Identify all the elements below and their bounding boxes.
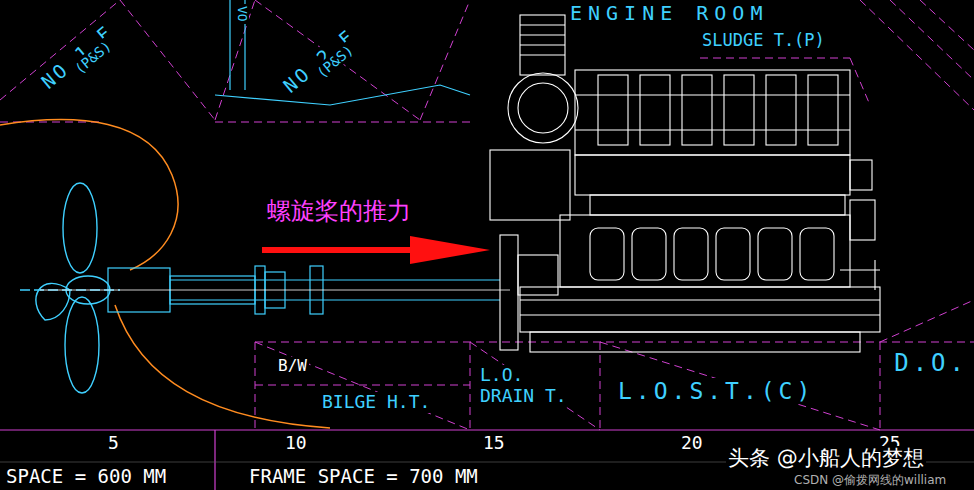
tank-boundary [255,0,420,120]
tank-boundary [255,342,470,430]
tank-outline [215,85,470,105]
main-engine [850,160,872,190]
shaft [170,299,500,300]
tank-boundary [860,0,974,110]
tank-boundary [120,0,215,120]
main-engine [766,75,796,145]
main-engine [518,83,568,133]
main-engine [490,15,880,352]
stern-contour [0,120,330,428]
main-engine [530,332,860,352]
main-engine [520,34,565,35]
main-engine [850,200,875,240]
tank-boundary [920,0,974,50]
main-engine [500,235,518,350]
tank-name: B/W [276,357,309,375]
shaft [40,290,510,291]
tank-boundary [600,342,601,430]
frame-number: 10 [283,433,309,454]
tank-name: NO.1 F [36,20,119,95]
watermark: CSDN @偷拨网线的william [792,474,948,488]
main-engine [598,75,628,145]
thrust-note: 螺旋桨的推力 [265,198,413,226]
tank-name: L.O.S.T.(C) [616,378,816,404]
shaft [40,266,510,314]
main-engine [520,24,565,25]
frame-ruler [0,430,974,490]
tank-boundary [0,0,120,100]
main-engine [575,70,850,155]
tank-name: D.O. [892,350,970,378]
tank-name: BILGE H.T. [320,392,432,413]
tank-outline [215,0,470,105]
main-engine [632,228,666,280]
main-engine [590,228,624,280]
tank-boundary [850,58,870,105]
thrust-arrow [410,236,490,264]
main-engine [520,44,565,45]
tank-boundary [215,122,470,123]
main-engine [520,54,565,55]
thrust-arrow [262,247,412,253]
tank-name: SLUDGE T.(P) [700,31,827,51]
tank-name: VO [234,4,249,24]
stern-contour [115,305,330,428]
frame-spacing: FRAME SPACE = 700 MM [247,466,480,488]
main-engine [520,299,880,300]
main-engine [640,75,670,145]
tank-boundary [470,342,600,430]
propeller [20,183,120,393]
frame-ruler [214,430,215,490]
tank-boundary [890,0,974,80]
main-engine [490,150,570,220]
tank-boundary [700,58,850,59]
tank-boundary [600,342,880,430]
main-engine [508,73,578,143]
frame-number: 20 [679,433,705,454]
tank-outline [229,0,230,90]
tank-boundary [0,0,974,430]
main-engine [560,215,850,287]
thrust-arrow [262,236,490,264]
main-engine [808,75,838,145]
main-engine [520,287,880,332]
propeller [65,297,99,393]
tank-boundary [880,300,974,342]
main-engine [840,269,880,270]
main-engine [674,228,708,280]
propeller [63,183,97,273]
tank-name: NO.2 F [278,24,361,99]
tank-boundary [255,385,470,386]
main-engine [518,255,558,295]
main-engine [758,228,792,280]
main-engine [682,75,712,145]
main-engine [520,314,880,315]
tank-boundary [420,0,470,120]
room-name: ENGINE ROOM [568,2,770,25]
tank-boundary [215,0,255,120]
main-engine [575,155,850,195]
tank-boundary [470,342,471,430]
frame-spacing: SPACE = 600 MM [4,466,168,488]
frame-ruler [0,429,974,430]
shaft [170,279,500,280]
stern-contour [0,120,178,270]
main-engine [590,195,845,215]
main-engine [800,228,834,280]
tank-boundary [255,342,974,343]
frame-number: 5 [106,433,121,454]
main-engine [724,75,754,145]
propeller [36,283,70,320]
main-engine [874,260,875,290]
tank-name: L.O. DRAIN T. [478,365,586,406]
watermark: 头条 @小船人的梦想 [726,446,926,470]
main-engine [716,228,750,280]
main-engine [520,15,565,75]
tank-boundary [880,342,881,430]
frame-number: 15 [481,433,507,454]
